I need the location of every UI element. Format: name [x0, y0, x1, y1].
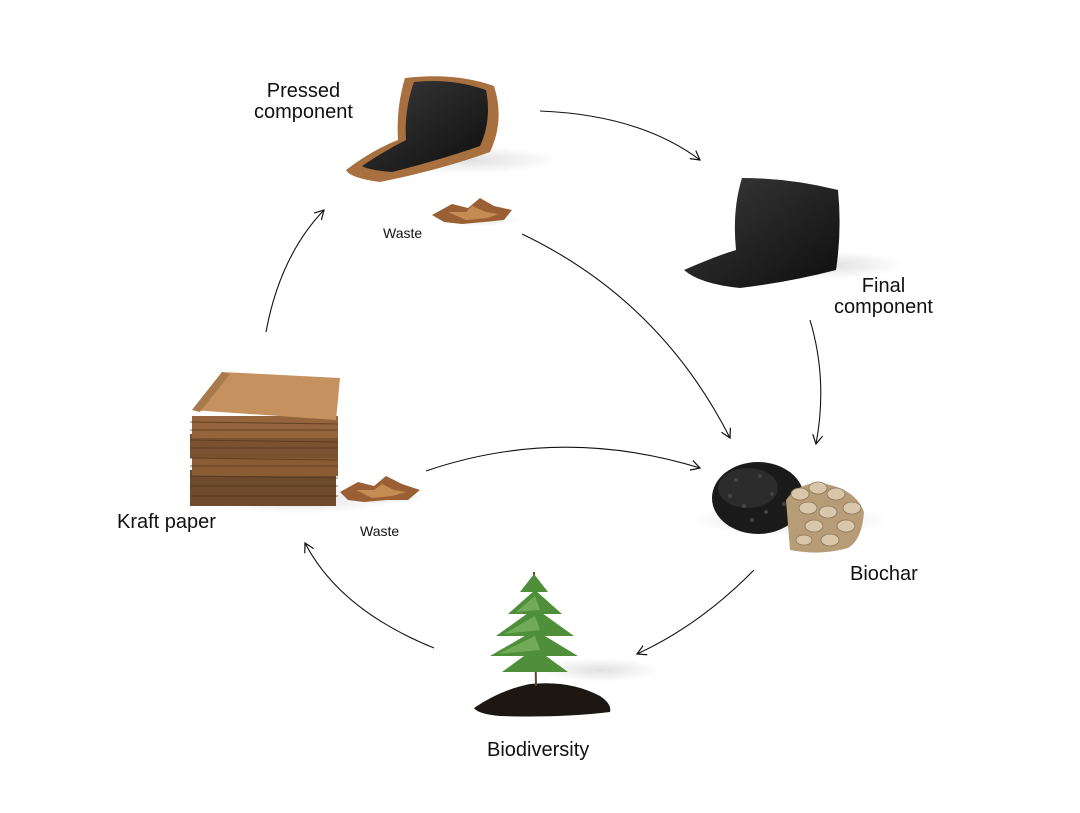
final-component-image: [684, 178, 905, 288]
arrow-waste-top-to-biochar: [521, 233, 731, 440]
waste-label-top: Waste: [383, 225, 423, 241]
arrow-kraft-to-pressed: [265, 209, 325, 333]
flow-arrows: [265, 110, 824, 656]
arrow-biodiversity-to-kraft: [304, 541, 435, 649]
sapling-image: [474, 571, 660, 717]
kraft-paper-stack-image: [189, 372, 395, 514]
final-component-label-line2: component: [834, 296, 933, 318]
biochar-image: [690, 462, 890, 553]
arrow-pressed-to-final: [539, 110, 701, 161]
pressed-component-label-line1: Pressed: [266, 80, 341, 102]
pressed-component-image: [346, 76, 560, 182]
arrow-final-to-biochar: [809, 319, 824, 446]
arrow-waste-left-to-biochar: [425, 446, 702, 472]
biodiversity-label: Biodiversity: [487, 739, 590, 761]
waste-scraps-left: [340, 476, 426, 504]
pressed-component-label-line2: component: [254, 101, 353, 123]
pressed-component-label: Pressed component: [254, 81, 353, 123]
biochar-label: Biochar: [850, 563, 918, 585]
waste-scraps-top: [432, 198, 518, 226]
waste-label-left: Waste: [360, 523, 400, 539]
arrow-biochar-to-biodiversity: [635, 569, 755, 656]
final-component-label-line1: Final: [861, 275, 906, 297]
final-component-label: Final component: [834, 276, 933, 318]
kraft-paper-label: Kraft paper: [117, 511, 216, 533]
